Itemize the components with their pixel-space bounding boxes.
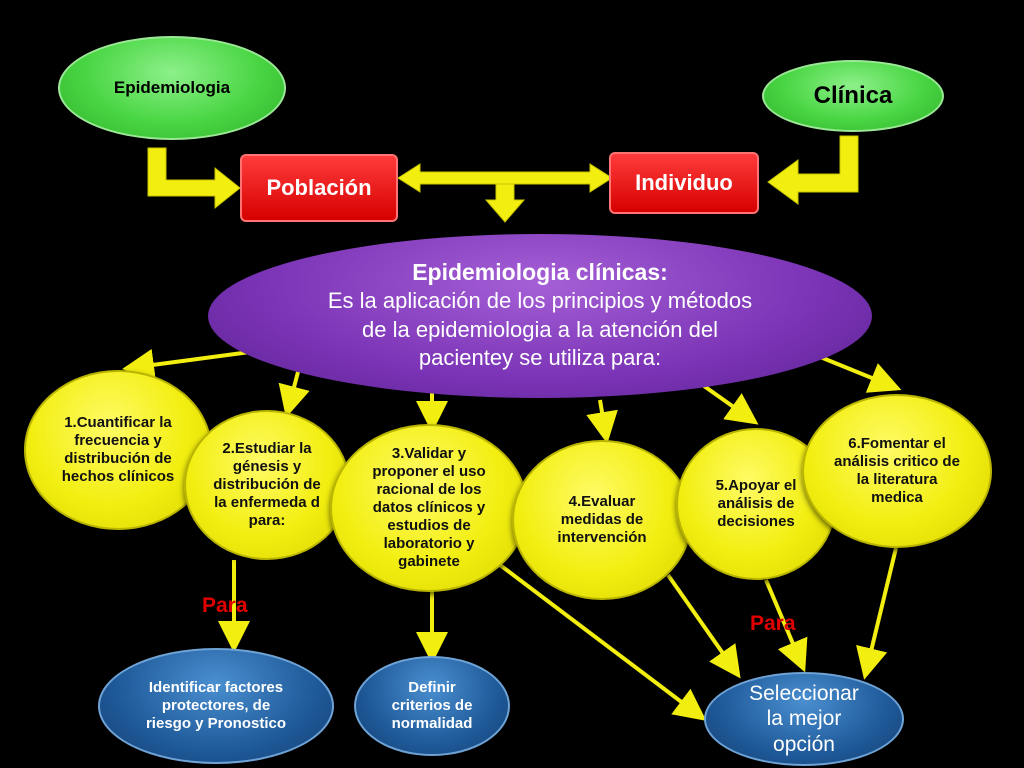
result-seleccionar-ellipse: Seleccionar la mejor opción bbox=[704, 672, 904, 766]
clinica-label: Clínica bbox=[813, 81, 893, 109]
use-6-circle: 6.Fomentar el análisis critico de la lit… bbox=[802, 394, 992, 548]
center-body: Es la aplicación de los principios y mét… bbox=[327, 287, 753, 371]
use-1-label: 1.Cuantificar la frecuencia y distribuci… bbox=[61, 414, 175, 485]
use-3-label: 3.Validar y proponer el uso racional de … bbox=[372, 445, 486, 570]
epidemiologia-oval: Epidemiologia bbox=[58, 36, 286, 140]
para-right-label: Para bbox=[750, 612, 796, 635]
individuo-box: Individuo bbox=[609, 152, 759, 214]
poblacion-box: Población bbox=[240, 154, 398, 222]
center-definition-ellipse: Epidemiologia clínicas: Es la aplicación… bbox=[208, 234, 872, 398]
use-3-circle: 3.Validar y proponer el uso racional de … bbox=[330, 424, 528, 592]
poblacion-label: Población bbox=[266, 174, 372, 200]
use-6-label: 6.Fomentar el análisis critico de la lit… bbox=[834, 435, 960, 506]
para-left-label: Para bbox=[202, 594, 248, 617]
center-title: Epidemiologia clínicas: bbox=[412, 259, 668, 286]
use-5-label: 5.Apoyar el análisis de decisiones bbox=[715, 477, 797, 530]
epidemiologia-label: Epidemiologia bbox=[113, 77, 231, 97]
use-2-circle: 2.Estudiar la génesis y distribución de … bbox=[184, 410, 350, 560]
result-identificar-ellipse: Identificar factores protectores, de rie… bbox=[98, 648, 334, 764]
result-seleccionar-label: Seleccionar la mejor opción bbox=[749, 682, 859, 756]
use-4-label: 4.Evaluar medidas de intervención bbox=[557, 493, 647, 546]
result-definir-ellipse: Definir criterios de normalidad bbox=[354, 656, 510, 756]
use-2-label: 2.Estudiar la génesis y distribución de … bbox=[213, 440, 321, 529]
use-1-circle: 1.Cuantificar la frecuencia y distribuci… bbox=[24, 370, 212, 530]
use-4-circle: 4.Evaluar medidas de intervención bbox=[512, 440, 692, 600]
clinica-oval: Clínica bbox=[762, 60, 944, 132]
individuo-label: Individuo bbox=[635, 169, 733, 195]
result-definir-label: Definir criterios de normalidad bbox=[391, 679, 473, 732]
block-arrows bbox=[147, 135, 859, 223]
result-identificar-label: Identificar factores protectores, de rie… bbox=[145, 679, 287, 732]
